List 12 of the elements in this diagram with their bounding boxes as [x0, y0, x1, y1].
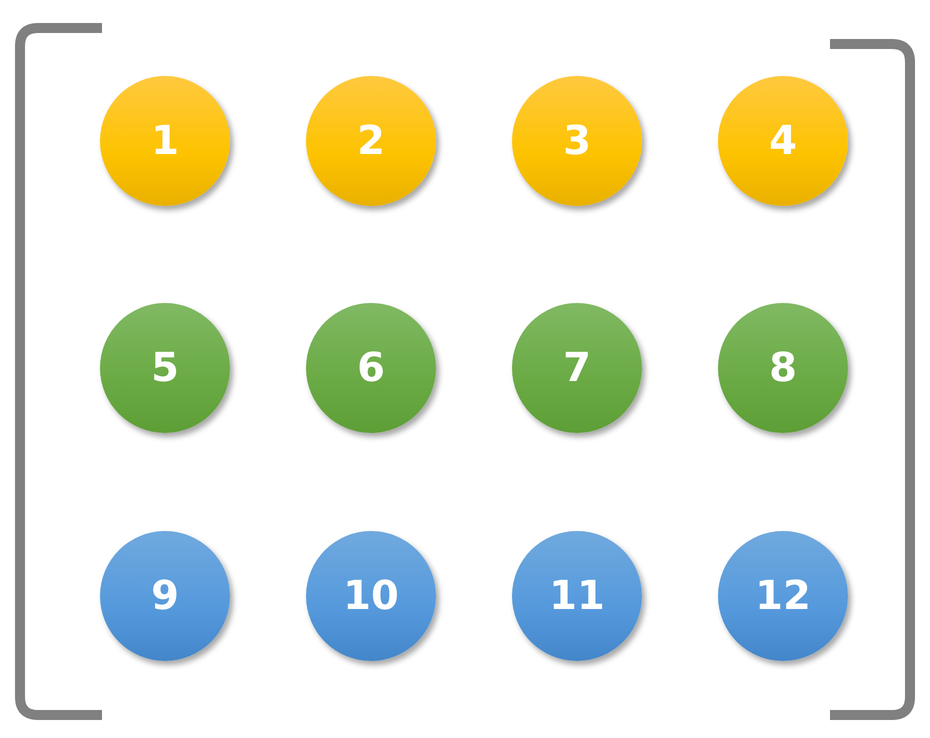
circle-number: 6: [357, 344, 385, 393]
circle-number: 5: [151, 344, 179, 393]
circle-number: 1: [151, 117, 179, 166]
circle-number: 10: [343, 572, 399, 621]
circle-number: 12: [755, 572, 811, 621]
circle-number: 2: [357, 117, 385, 166]
circle-number: 3: [563, 117, 591, 166]
circle-number: 8: [769, 344, 797, 393]
circle-number: 11: [549, 572, 605, 621]
circle-number: 9: [151, 572, 179, 621]
circle-number: 7: [563, 344, 591, 393]
circle-number: 4: [769, 117, 797, 166]
